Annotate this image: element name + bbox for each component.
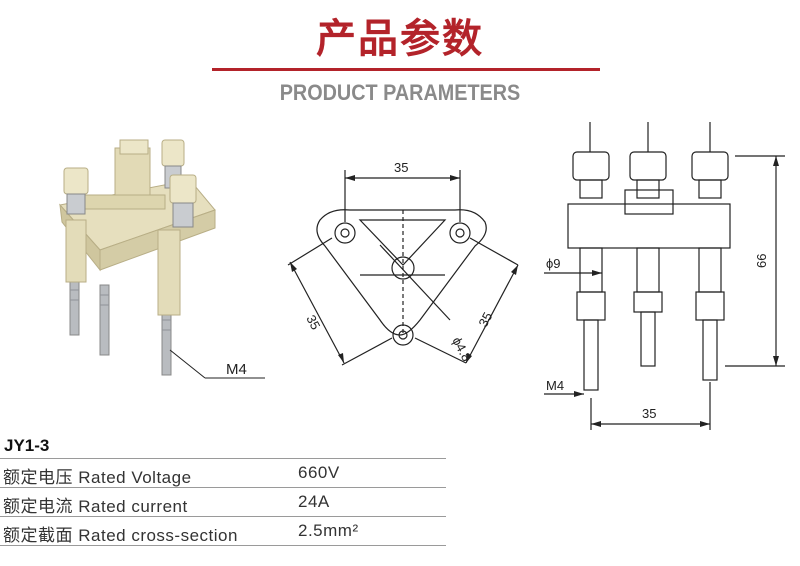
spec-label-en: Rated Voltage bbox=[78, 468, 192, 487]
spec-row-cross-section: 额定截面 Rated cross-section 2.5mm² bbox=[0, 517, 446, 546]
top-view-drawing: 35 35 35 ϕ4.8 bbox=[287, 160, 519, 366]
product-photo: M4 bbox=[59, 139, 265, 379]
spec-label-cn: 额定截面 bbox=[3, 526, 73, 546]
spec-row-voltage: 额定电压 Rated Voltage 660V bbox=[0, 458, 446, 488]
photo-callout-m4: M4 bbox=[226, 361, 247, 378]
spec-value: 660V bbox=[298, 463, 340, 482]
page-title-en: PRODUCT PARAMETERS bbox=[279, 80, 521, 105]
spec-value: 2.5mm² bbox=[298, 521, 359, 540]
top-view-dim-hole: ϕ4.8 bbox=[449, 334, 474, 363]
spec-label-cn: 额定电流 bbox=[3, 497, 73, 517]
top-view-dim-left: 35 bbox=[303, 312, 323, 332]
side-view-drawing: 66 ϕ9 M4 35 bbox=[544, 122, 785, 430]
spec-row-current: 额定电流 Rated current 24A bbox=[0, 488, 446, 517]
spec-value: 24A bbox=[298, 492, 330, 511]
page-title-cn: 产品参数 bbox=[316, 16, 484, 62]
side-view-dim-thread: M4 bbox=[546, 378, 564, 393]
title-divider bbox=[212, 68, 600, 71]
top-view-dim-top: 35 bbox=[394, 160, 408, 175]
spec-label-cn: 额定电压 bbox=[3, 468, 73, 488]
top-view-dim-right: 35 bbox=[475, 310, 495, 330]
spec-label-en: Rated current bbox=[78, 497, 188, 516]
model-number: JY1-3 bbox=[4, 436, 50, 455]
spec-table: 额定电压 Rated Voltage 660V 额定电流 Rated curre… bbox=[0, 458, 446, 546]
spec-label-en: Rated cross-section bbox=[78, 526, 238, 545]
side-view-dim-height: 66 bbox=[754, 254, 769, 268]
side-view-dim-pitch: 35 bbox=[642, 406, 656, 421]
side-view-dim-diameter: ϕ9 bbox=[546, 256, 561, 271]
